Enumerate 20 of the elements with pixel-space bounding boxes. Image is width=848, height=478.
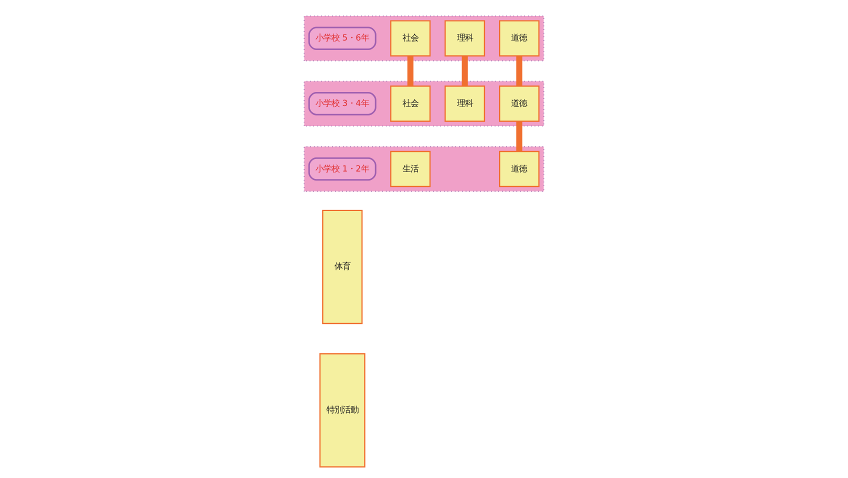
node-box: 生活	[390, 150, 431, 188]
node-box: 道徳	[499, 86, 540, 122]
node-box: 社会	[390, 20, 431, 57]
connector	[462, 56, 468, 86]
node-box: 社会	[390, 86, 431, 122]
node-box: 小学校 3・4年	[308, 92, 376, 116]
node-box: 小学校 5・6年	[308, 26, 376, 50]
connector	[516, 121, 522, 152]
node-box: 道徳	[499, 150, 540, 188]
node-box: 道徳	[499, 20, 540, 57]
node-box: 理科	[444, 86, 486, 122]
node-box: 特別活動	[319, 353, 366, 468]
cluster	[304, 80, 544, 127]
cluster	[304, 15, 544, 62]
connector	[407, 56, 414, 86]
cluster	[304, 146, 544, 192]
node-box: 小学校 1・2年	[308, 157, 376, 181]
node-box: 体育	[322, 210, 363, 324]
node-box: 理科	[444, 20, 486, 57]
connector	[516, 56, 522, 86]
